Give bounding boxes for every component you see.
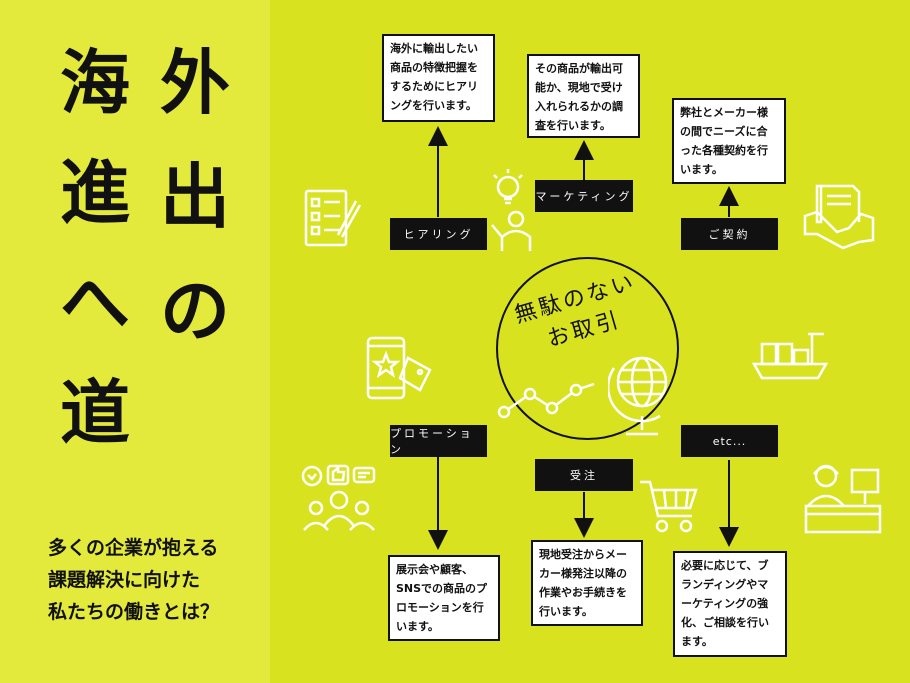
shopping-cart-icon xyxy=(640,480,698,533)
subtitle-line: 私たちの働きとは？ xyxy=(48,601,220,623)
box-hearing: 海外に輸出したい商品の特徴把握をするためにヒアリングを行います。 xyxy=(382,34,495,122)
title-char: 道 xyxy=(60,372,130,454)
center-circle xyxy=(496,257,679,440)
left-panel: 外 出 の 海 進 へ 道 多くの企業が抱える 課題解決に向けた 私たちの働きと… xyxy=(0,0,270,683)
handshake-contract-icon xyxy=(803,184,875,250)
title-char: 外 xyxy=(160,42,230,124)
title-char: の xyxy=(160,270,230,352)
box-order: 現地受注からメーカー様発注以降の作業やお手続きを行います。 xyxy=(531,540,643,626)
title-column-left: 海 進 へ 道 xyxy=(50,42,140,454)
box-etc: 必要に応じて、ブランディングやマーケティングの強化、ご相談を行います。 xyxy=(673,551,787,657)
subtitle-line: 多くの企業が抱える xyxy=(48,537,219,559)
box-marketing: その商品が輸出可能か、現地で受け入れられるかの調査を行います。 xyxy=(527,54,640,138)
subtitle: 多くの企業が抱える 課題解決に向けた 私たちの働きとは？ xyxy=(48,532,263,628)
checklist-icon xyxy=(304,189,362,247)
cargo-ship-icon xyxy=(752,332,828,380)
title-char: へ xyxy=(60,262,130,344)
tag-promotion: プロモーション xyxy=(390,425,487,457)
social-media-people-icon xyxy=(301,464,376,531)
subtitle-line: 課題解決に向けた xyxy=(48,569,201,591)
smartphone-tag-icon xyxy=(366,336,432,400)
title-column-right: 外 出 の xyxy=(150,42,240,352)
tag-marketing: マーケティング xyxy=(535,180,633,212)
service-desk-icon xyxy=(804,464,882,534)
lightbulb-person-icon xyxy=(491,169,532,251)
trend-line-icon xyxy=(497,382,595,419)
box-promotion: 展示会や顧客、SNSでの商品のプロモーションを行います。 xyxy=(388,555,500,641)
title-char: 出 xyxy=(160,156,230,238)
title-char: 進 xyxy=(60,152,130,234)
tag-order: 受注 xyxy=(535,459,633,491)
box-contract: 弊社とメーカー様の間でニーズに合った各種契約を行います。 xyxy=(672,98,786,184)
tag-contract: ご契約 xyxy=(681,218,778,250)
globe-icon xyxy=(608,356,668,436)
title-char: 海 xyxy=(60,42,130,124)
tag-hearing: ヒアリング xyxy=(390,218,487,250)
tag-etc: etc... xyxy=(681,425,778,457)
